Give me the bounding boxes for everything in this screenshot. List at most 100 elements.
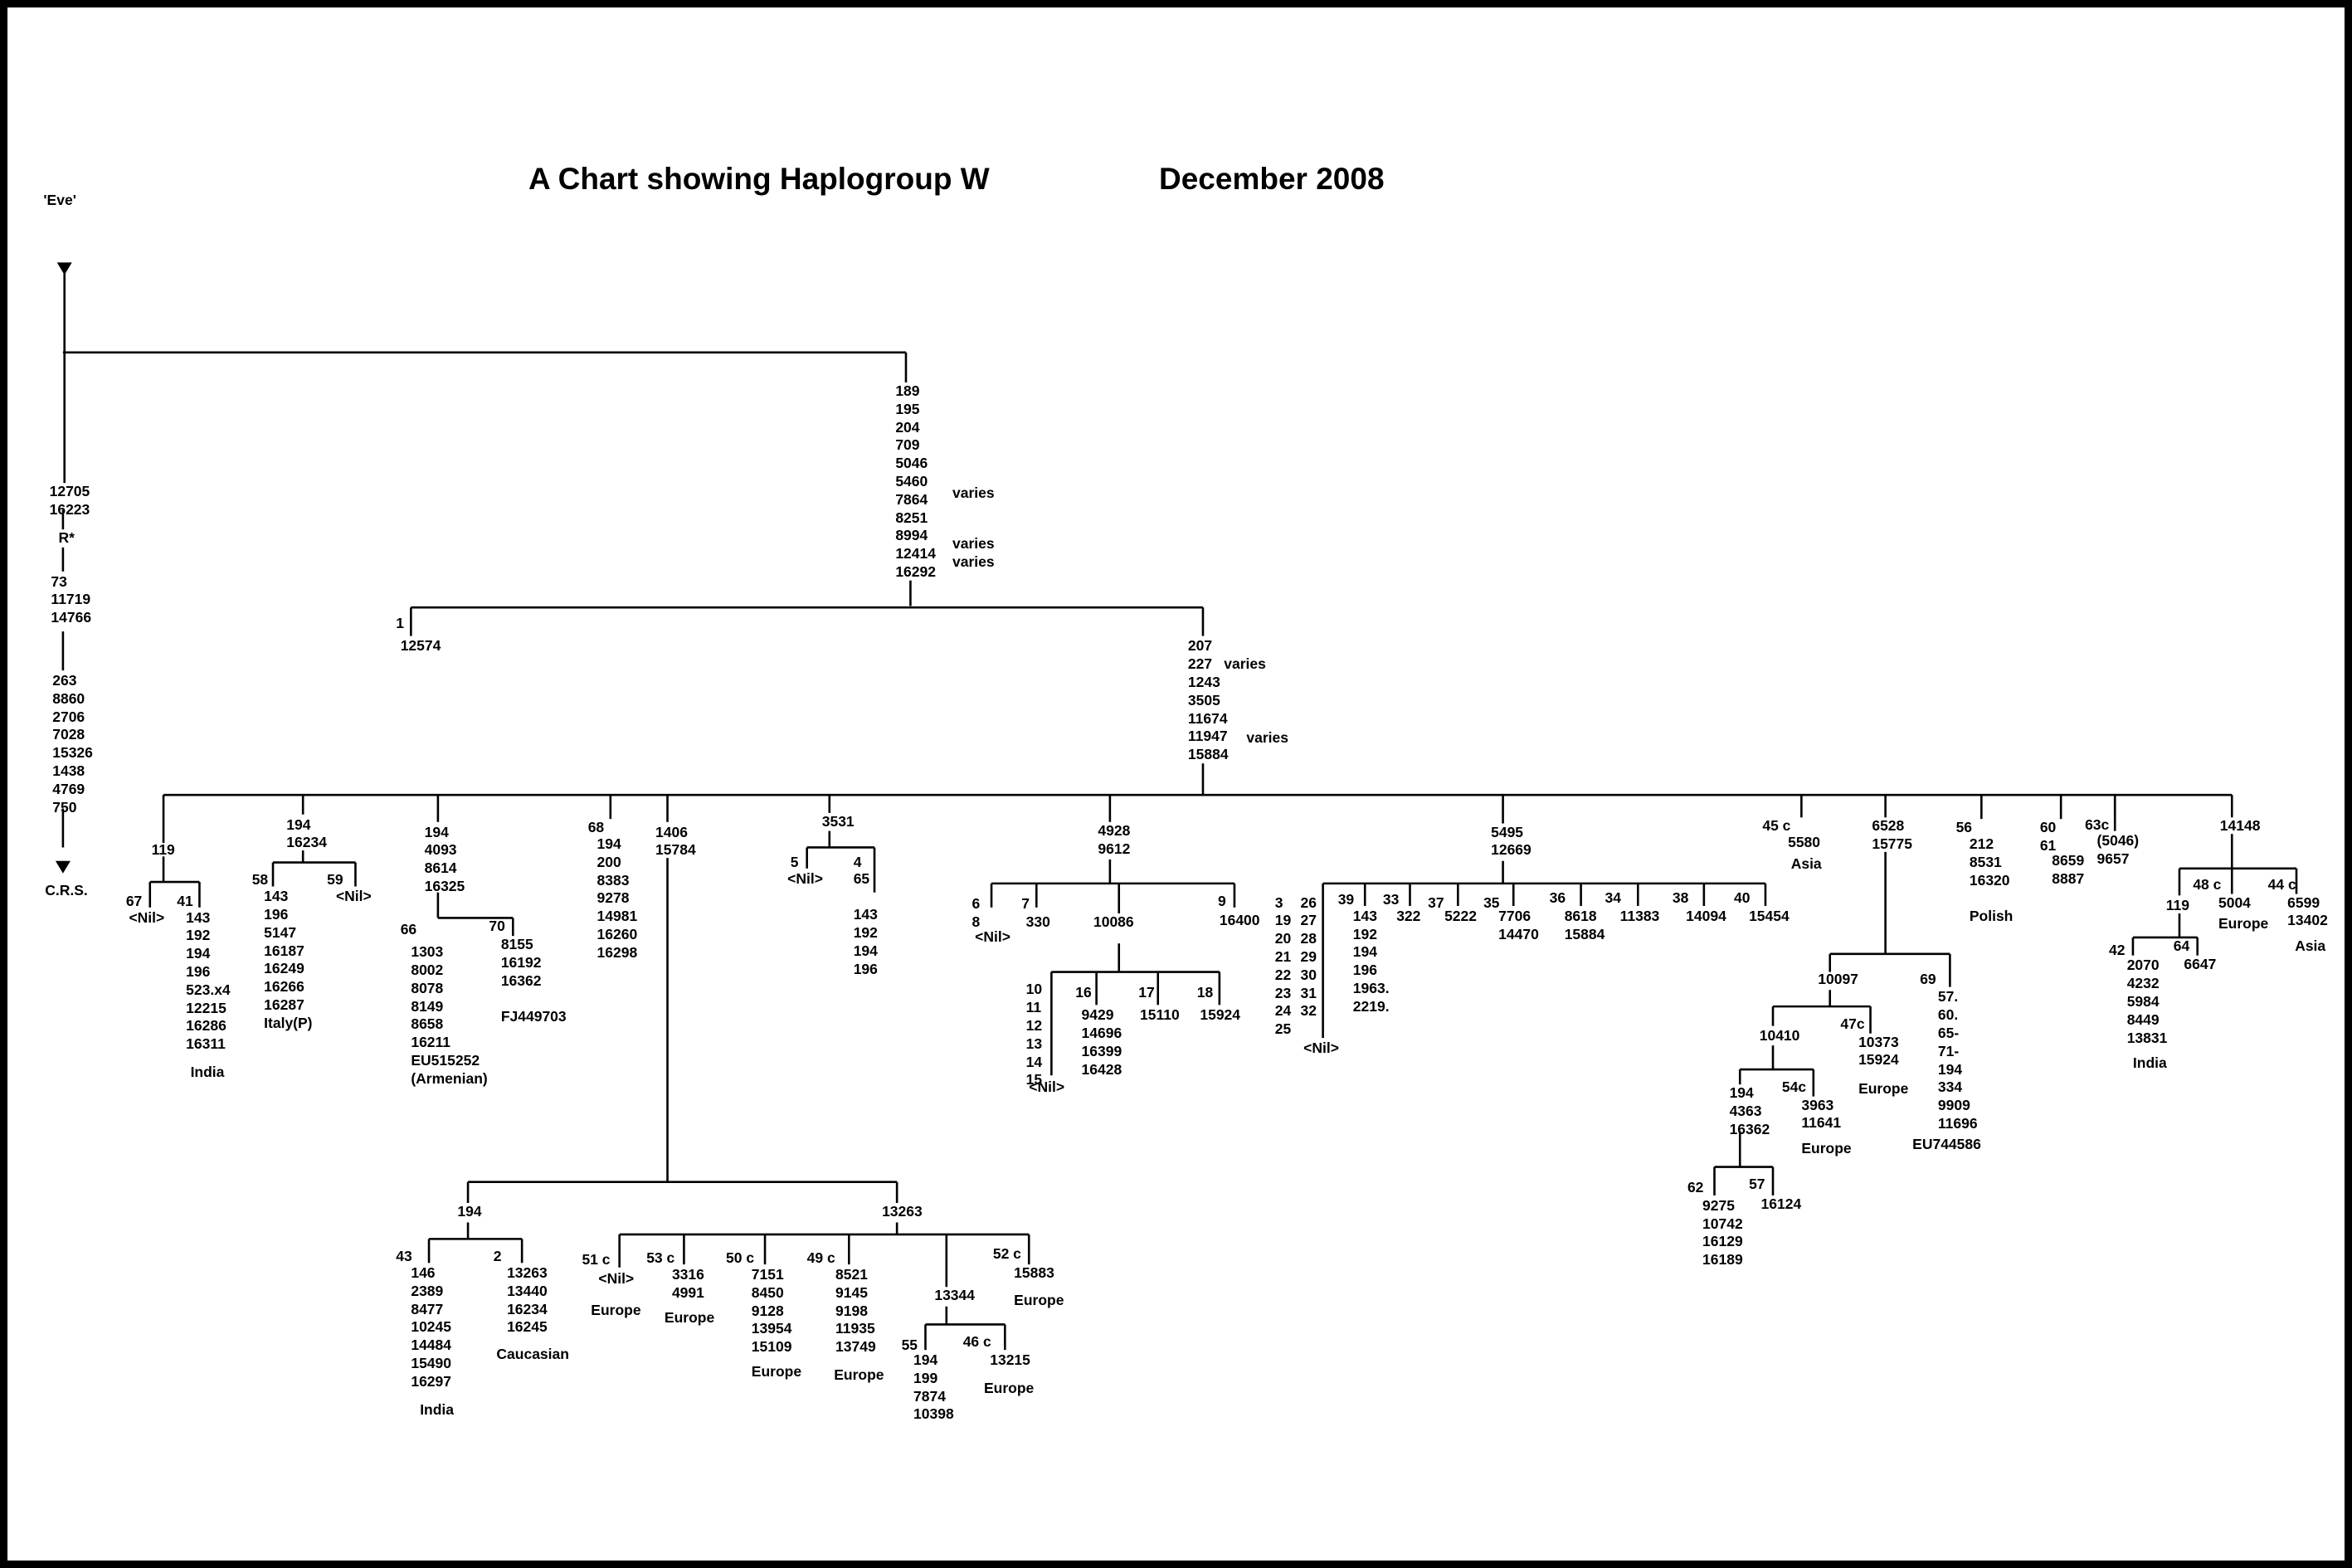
node-label-n46c-m: 13215 <box>990 1351 1030 1368</box>
node-label-eve: 'Eve' <box>43 192 76 209</box>
node-label-n43-m: 146 2389 8477 10245 14484 15490 16297 <box>411 1264 452 1390</box>
node-label-n37: 37 <box>1428 894 1444 911</box>
node-label-n37-m: 5222 <box>1444 907 1477 924</box>
node-label-n52c: 52 c <box>992 1244 1021 1262</box>
node-label-n17: 17 <box>1138 984 1155 1001</box>
node-label-n64: 64 <box>2173 937 2190 954</box>
node-label-n47c-eu: Europe <box>1858 1079 1909 1097</box>
tree-lines <box>55 262 2298 1351</box>
node-label-w-varies-1: varies <box>952 484 995 501</box>
arrow-down-top-icon <box>56 262 72 275</box>
node-label-n40: 40 <box>1734 889 1751 907</box>
node-label-n52c-m: 15883 <box>1014 1264 1054 1282</box>
node-label-n35: 35 <box>1483 894 1500 911</box>
node-label-n34-m: 11383 <box>1619 907 1660 924</box>
node-label-n36: 36 <box>1549 889 1566 907</box>
node-label-n43-india: India <box>420 1400 455 1418</box>
node-label-w-main-v2: varies <box>1246 728 1289 746</box>
node-label-n44c: 44 c <box>2267 875 2296 893</box>
node-label-n57-m: 16124 <box>1760 1195 1802 1212</box>
node-label-n10-nil: <Nil> <box>1029 1078 1065 1095</box>
node-label-n44c-asia: Asia <box>2295 937 2326 954</box>
node-label-n194-16234: 194 16234 <box>286 816 327 851</box>
node-label-n44c-m: 6599 13402 <box>2287 894 2328 929</box>
node-label-n17-m: 15110 <box>1140 1006 1180 1024</box>
node-label-n49c-m: 8521 9145 9198 11935 13749 <box>835 1265 876 1356</box>
node-label-n54c: 54c <box>1781 1078 1807 1095</box>
node-label-w-main: 207 227 1243 3505 11674 11947 15884 <box>1187 637 1229 763</box>
node-label-n56: 56 <box>1955 819 1973 836</box>
node-label-br-1: 1 <box>396 615 404 632</box>
node-label-n50c-eu: Europe <box>751 1363 802 1381</box>
node-label-n53c: 53 c <box>646 1249 675 1267</box>
node-label-n67-nil: <Nil> <box>129 908 165 926</box>
node-label-n10410: 10410 <box>1759 1027 1800 1045</box>
node-label-n58: 58 <box>251 871 269 889</box>
node-label-n62-m: 9275 10742 16129 16189 <box>1702 1196 1743 1269</box>
node-label-n41-india: India <box>190 1063 225 1080</box>
node-label-n119: 119 <box>151 841 175 859</box>
node-label-n194-4363: 194 4363 16362 <box>1729 1084 1770 1137</box>
node-label-n5: 5 <box>790 853 799 870</box>
node-label-n9-m: 16400 <box>1219 912 1260 929</box>
node-label-n49c-eu: Europe <box>834 1366 884 1384</box>
node-label-n68-m: 194 200 8383 9278 14981 16260 16298 <box>597 835 638 961</box>
node-label-r-markers: 12705 16223 <box>49 483 90 518</box>
node-label-crs-b: 263 8860 2706 7028 15326 1438 4769 750 <box>52 671 93 816</box>
node-label-n54c-m: 3963 11641 <box>1801 1096 1842 1132</box>
node-label-n59-nil: <Nil> <box>335 888 372 905</box>
node-label-w-root: 189 195 204 709 5046 5460 7864 8251 8994… <box>895 382 936 580</box>
node-label-n3531: 3531 <box>821 812 855 830</box>
chart-sheet: A Chart showing Haplogroup W December 20… <box>7 7 2345 1561</box>
node-label-n43: 43 <box>396 1248 412 1265</box>
node-label-n2-m: 13263 13440 16234 16245 <box>507 1264 548 1336</box>
node-label-crs: C.R.S. <box>45 882 88 899</box>
node-label-n53c-eu: Europe <box>664 1309 715 1327</box>
node-label-n2-cauc: Caucasian <box>496 1345 569 1362</box>
node-label-n26-nil: <Nil> <box>1303 1039 1339 1056</box>
node-label-n47c: 47c <box>1840 1015 1865 1032</box>
node-label-n14148: 14148 <box>2219 817 2261 835</box>
node-label-n26-32: 26 27 28 29 30 31 32 <box>1300 894 1317 1020</box>
node-label-n1406: 1406 15784 <box>655 823 696 859</box>
node-label-n60-61: 60 61 <box>2039 819 2057 854</box>
node-label-crs-a: 73 11719 14766 <box>51 572 92 626</box>
node-label-n6-nil: <Nil> <box>975 928 1010 946</box>
node-label-n55: 55 <box>901 1336 918 1353</box>
node-label-n59: 59 <box>327 871 343 889</box>
node-label-n64-m: 6647 <box>2184 955 2217 972</box>
node-label-n3-25: 3 19 20 21 22 23 24 25 <box>1274 894 1292 1038</box>
node-label-n69-m: 57. 60. 65- 71- 194 334 9909 11696 <box>1937 988 1978 1132</box>
node-label-n50c-m: 7151 8450 9128 13954 15109 <box>751 1265 792 1356</box>
node-label-n6528: 6528 15775 <box>1872 817 1913 853</box>
node-label-n50c: 50 c <box>726 1249 755 1267</box>
node-label-n57: 57 <box>1749 1176 1765 1193</box>
node-label-n7-m: 330 <box>1025 913 1050 931</box>
node-label-r-star: R* <box>58 529 75 547</box>
node-label-n52c-eu: Europe <box>1014 1291 1064 1308</box>
node-label-w-main-v1: varies <box>1224 655 1266 673</box>
node-label-n38: 38 <box>1672 889 1689 907</box>
node-label-n69-eu: EU744586 <box>1912 1135 1981 1152</box>
node-label-n63c-m: (5046) 9657 <box>2096 832 2140 868</box>
node-label-n60-m: 8659 8887 <box>2052 851 2085 887</box>
node-label-n13344: 13344 <box>934 1287 976 1304</box>
node-label-n45c: 45 c <box>1762 817 1791 835</box>
node-label-n40-m: 15454 <box>1749 907 1790 924</box>
node-label-n13263: 13263 <box>882 1202 923 1220</box>
node-label-n46c-eu: Europe <box>984 1380 1035 1397</box>
node-label-n54c-eu: Europe <box>1801 1140 1852 1157</box>
node-label-n194b: 194 <box>457 1202 482 1220</box>
node-label-n39-m: 143 192 194 196 1963. 2219. <box>1352 907 1390 1015</box>
node-label-n66: 66 <box>400 921 417 938</box>
node-label-n49c: 49 c <box>806 1249 835 1267</box>
node-label-n7: 7 <box>1021 895 1030 913</box>
node-label-n46c: 46 c <box>962 1333 991 1351</box>
node-label-n68: 68 <box>587 819 605 836</box>
node-label-n41: 41 <box>177 892 193 909</box>
node-label-n-arm: 194 4093 8614 16325 <box>424 823 465 894</box>
node-label-n62: 62 <box>1687 1179 1704 1196</box>
node-label-n67: 67 <box>125 892 143 909</box>
chart-title: A Chart showing Haplogroup W <box>528 162 990 196</box>
node-label-n70: 70 <box>489 918 505 935</box>
